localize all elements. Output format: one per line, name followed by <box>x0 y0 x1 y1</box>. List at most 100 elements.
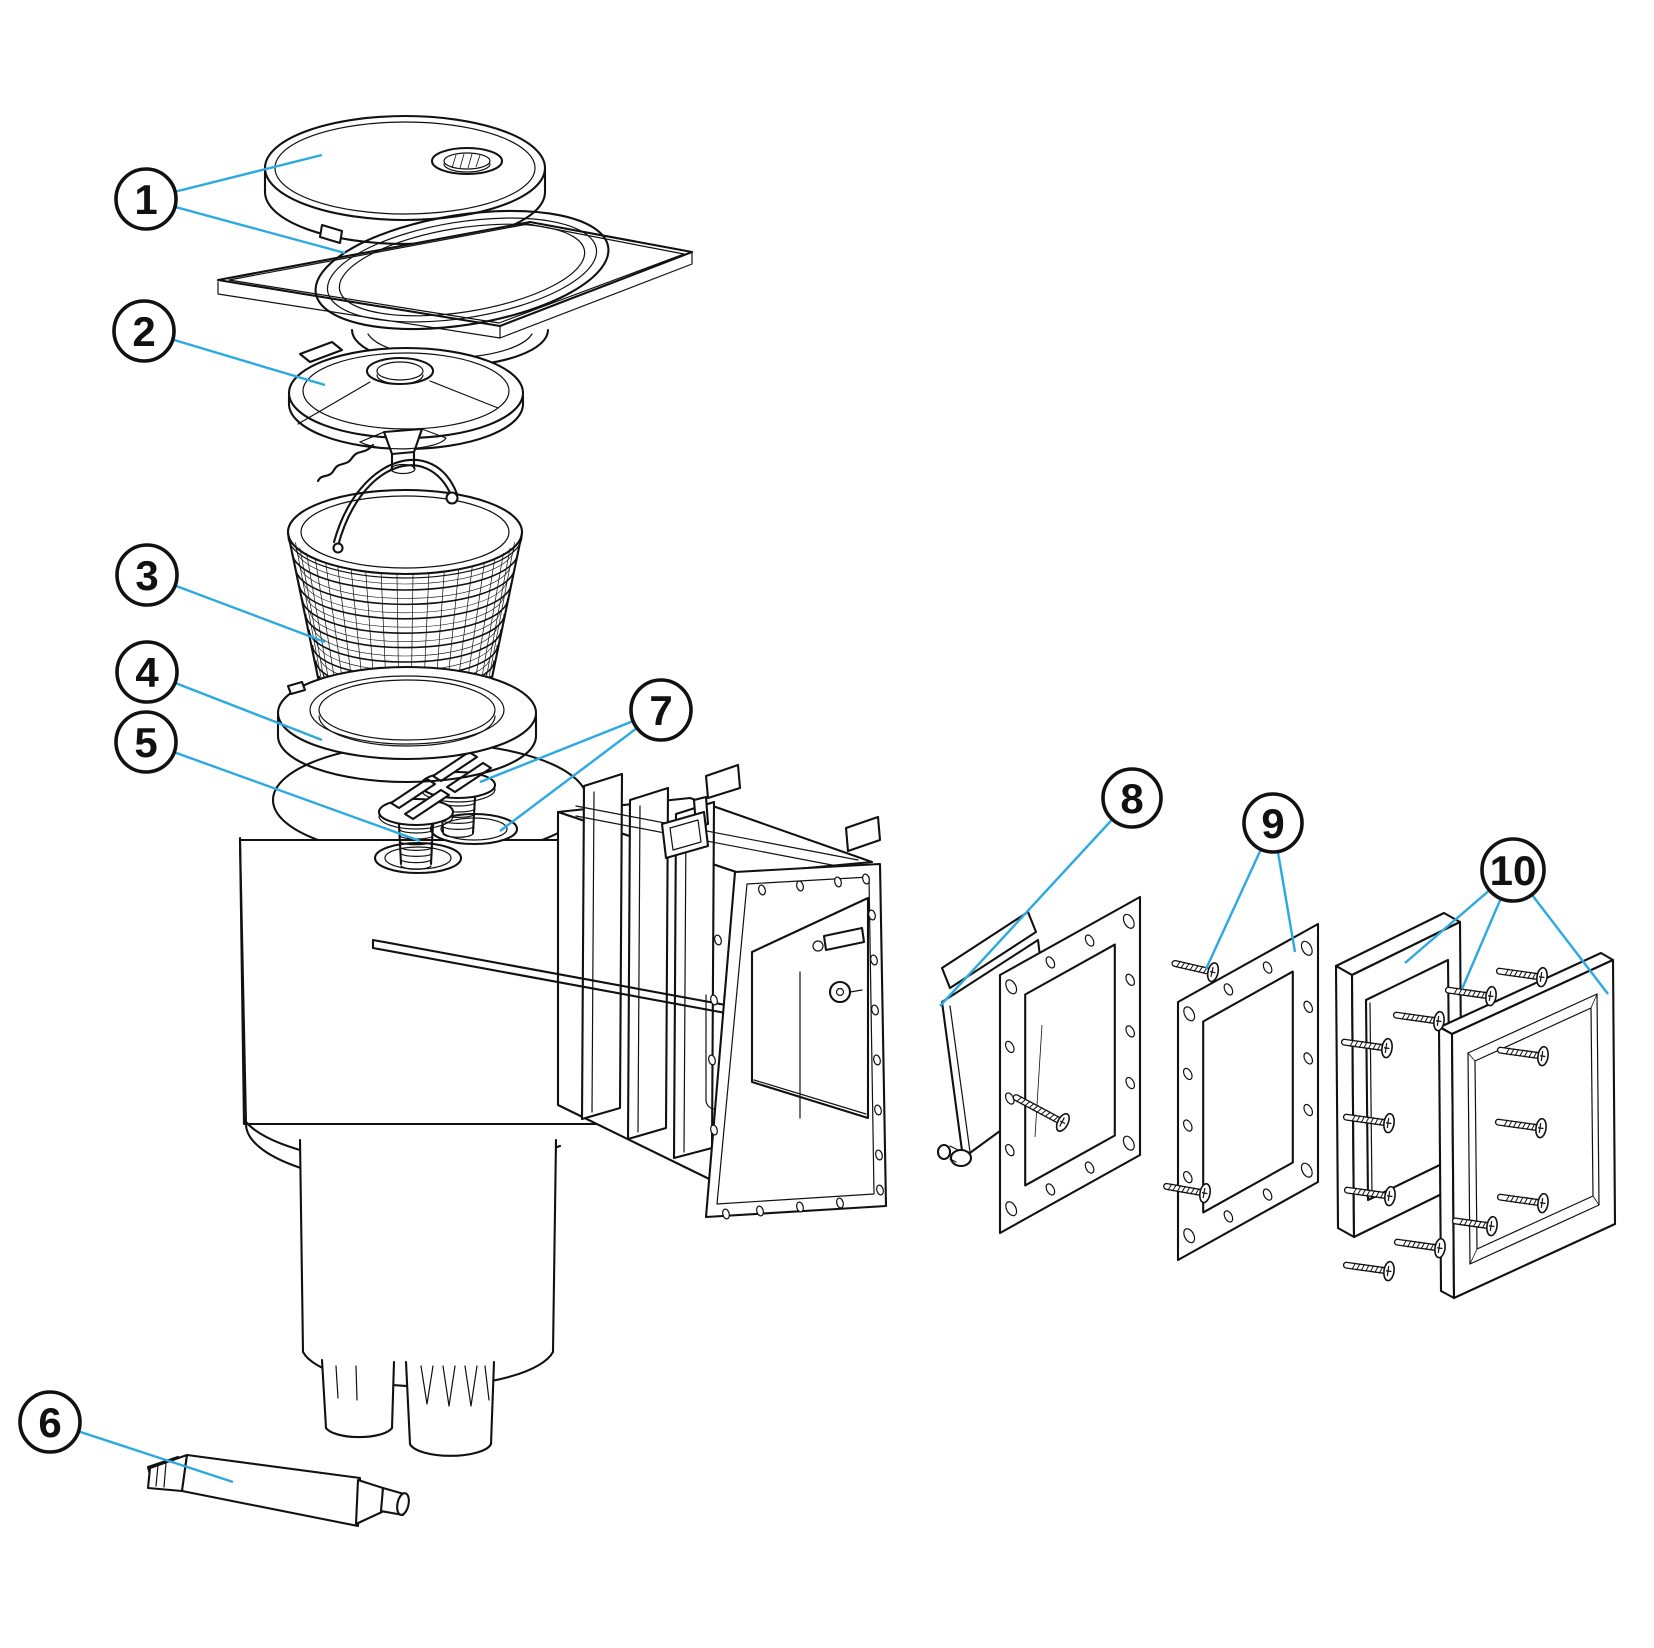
screw <box>1451 1215 1498 1237</box>
screw <box>1392 1010 1445 1032</box>
callout-circle-10 <box>1480 837 1546 903</box>
callout-8: 8 <box>1101 767 1163 829</box>
flange-screw-holes <box>708 873 884 1220</box>
gasket-hole <box>1122 913 1135 929</box>
callout-label-7: 7 <box>649 687 672 734</box>
callout-circle-5 <box>114 710 178 774</box>
screw <box>1393 1237 1446 1259</box>
callout-5: 5 <box>114 710 178 774</box>
callout-9: 9 <box>1242 792 1304 854</box>
callout-3: 3 <box>115 543 179 607</box>
screw <box>1496 1192 1549 1214</box>
callout-4: 4 <box>115 640 179 704</box>
leader-line-7 <box>479 708 662 784</box>
inlet-throat <box>371 763 882 1197</box>
screw <box>1342 1112 1395 1134</box>
callout-circle-4 <box>115 640 179 704</box>
gasket-hole <box>1005 1201 1018 1217</box>
basket-handle <box>332 458 459 554</box>
callout-label-3: 3 <box>135 552 158 599</box>
gasket-hole <box>1125 973 1136 987</box>
bottom-outlet-right <box>404 1360 496 1457</box>
leader-line-8 <box>939 797 1133 1007</box>
callout-label-10: 10 <box>1490 847 1537 894</box>
gasket-hole <box>1045 956 1056 969</box>
screw <box>1444 985 1497 1007</box>
gasket-front <box>998 895 1142 1235</box>
weir-cover-stem <box>316 427 447 483</box>
drain-plug-front <box>377 777 455 870</box>
wall-flange <box>704 862 888 1220</box>
weir-flap-pivot <box>936 1143 973 1168</box>
gasket-hole <box>1045 1183 1056 1196</box>
gasket-hole <box>1303 1103 1314 1117</box>
lock-clip <box>660 795 710 860</box>
callout-1: 1 <box>114 167 178 231</box>
leader-line-5 <box>145 740 421 843</box>
callout-label-9: 9 <box>1261 800 1284 847</box>
callout-label-4: 4 <box>135 649 159 696</box>
screw <box>1171 959 1220 983</box>
screw <box>1340 1037 1393 1059</box>
callout-label-1: 1 <box>134 176 157 223</box>
screw <box>1495 966 1548 988</box>
callout-circle-6 <box>18 1390 82 1454</box>
gasket-hole <box>1182 1119 1193 1132</box>
round-lid <box>263 114 547 254</box>
leader-line-1 <box>145 197 346 255</box>
callout-10: 10 <box>1480 837 1546 903</box>
callout-label-2: 2 <box>132 308 155 355</box>
gasket-hole <box>1125 1025 1136 1038</box>
callout-label-6: 6 <box>38 1399 61 1446</box>
gasket-hole <box>1122 1135 1135 1151</box>
gasket-back <box>1176 922 1320 1262</box>
weir-cover <box>287 340 525 483</box>
screws <box>1012 959 1549 1282</box>
lid-handle-recess <box>430 146 504 176</box>
gasket-hole <box>1300 940 1313 956</box>
gasket-hole <box>1183 1006 1196 1022</box>
screw <box>1342 1260 1395 1282</box>
flange-latch <box>812 926 866 1004</box>
gasket-hole <box>1303 1052 1314 1065</box>
sealant-tube <box>146 1453 410 1528</box>
gasket-hole <box>1183 1228 1196 1244</box>
gasket-hole <box>1262 961 1273 974</box>
square-collar <box>216 209 694 368</box>
screw <box>1012 1094 1070 1132</box>
gasket-hole <box>1004 1143 1015 1157</box>
screw-guide-line <box>1034 1024 1043 1138</box>
screw <box>1163 1182 1211 1204</box>
callout-2: 2 <box>112 299 176 363</box>
callout-label-5: 5 <box>134 719 157 766</box>
gasket-hole <box>1004 1040 1015 1054</box>
gasket-hole <box>1303 1000 1314 1014</box>
callout-circle-7 <box>629 678 693 742</box>
gasket-hole <box>1125 1076 1136 1090</box>
screw <box>1496 1045 1549 1067</box>
gasket-hole <box>1300 1162 1313 1178</box>
skimmer-body <box>238 741 622 1457</box>
skimmer-basket <box>286 458 524 729</box>
gasket-hole <box>1182 1067 1193 1081</box>
gasket-hole <box>1223 1210 1234 1223</box>
callouts: 1 2 3 4 5 6 7 8 9 10 <box>18 153 1609 1484</box>
callout-circle-3 <box>115 543 179 607</box>
basket-seat-ring <box>276 665 538 784</box>
callout-label-8: 8 <box>1120 775 1143 822</box>
bottom-outlet-left <box>320 1358 396 1439</box>
leader-line-6 <box>49 1420 234 1484</box>
gasket-hole <box>1005 979 1018 995</box>
screw <box>1343 1185 1396 1207</box>
screw <box>1494 1117 1547 1139</box>
callout-circle-9 <box>1242 792 1304 854</box>
weir-cover-hub <box>365 356 435 386</box>
gasket-hole <box>1084 934 1095 947</box>
gasket-hole <box>1262 1188 1273 1201</box>
throat-fins <box>580 763 882 1160</box>
leader-line-7 <box>499 709 662 832</box>
gasket-hole <box>1223 983 1234 996</box>
gasket-hole <box>1084 1161 1095 1174</box>
